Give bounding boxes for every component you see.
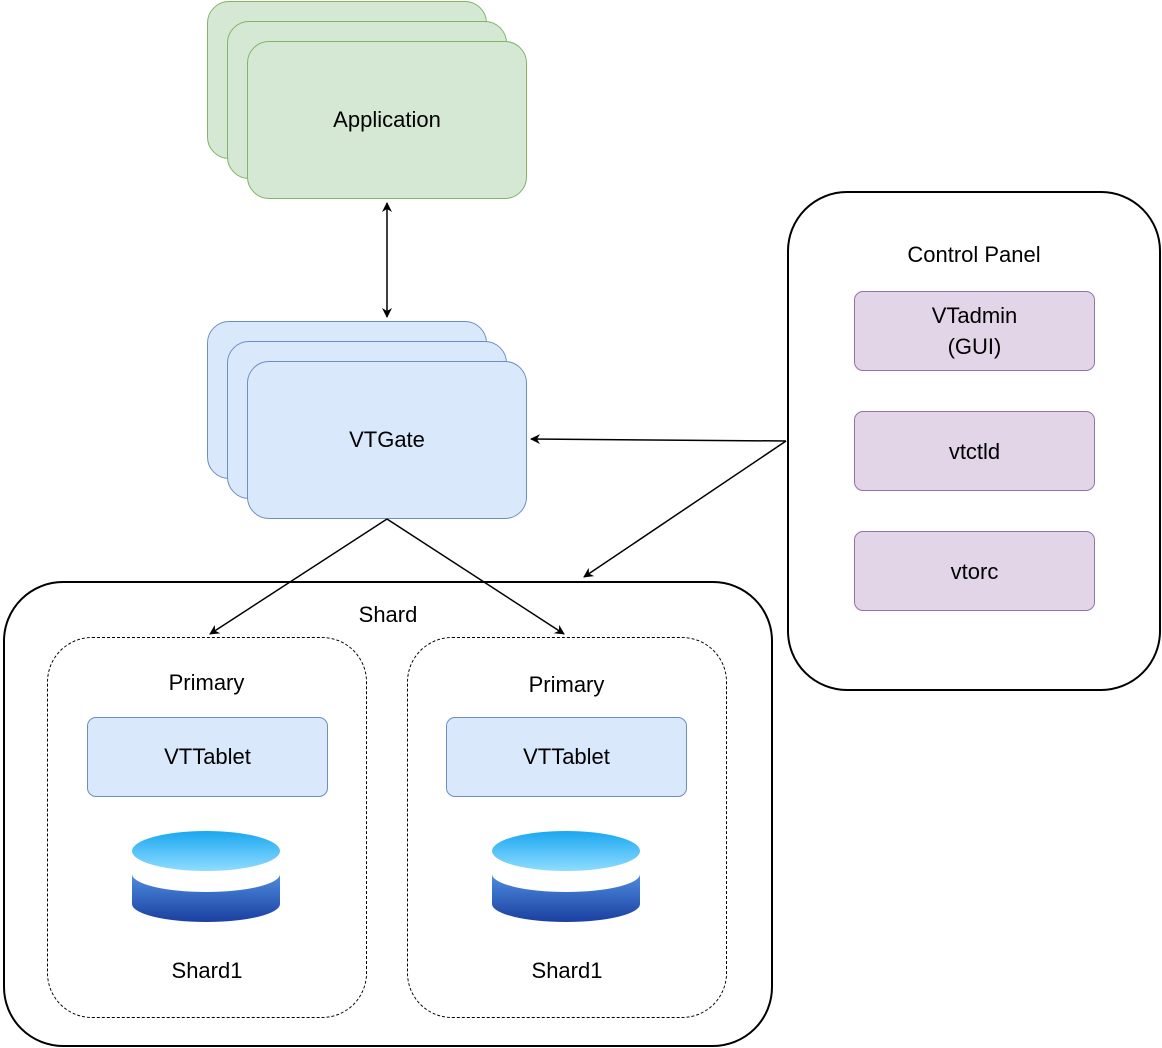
- vtadmin-label: VTadmin: [931, 303, 1018, 328]
- vtorc-box: vtorc: [854, 531, 1095, 611]
- vttablet-box-left: VTTablet: [87, 717, 328, 797]
- control-to-vtgate-arrow: [530, 434, 787, 445]
- shard-node-role: Primary: [528, 672, 605, 697]
- vtctld-label: vtctld: [948, 438, 1001, 464]
- vttablet-label: VTTablet: [164, 744, 251, 769]
- vtgate-label: VTGate: [349, 427, 425, 452]
- application-card: Application: [247, 41, 527, 199]
- shard-container: Shard: [3, 581, 773, 1047]
- shard-db-label-left: Shard1: [171, 958, 243, 983]
- shard-db-label-right: Shard1: [531, 958, 603, 983]
- shard-node-right: Primary: [407, 637, 727, 1018]
- control-to-shard-arrow: [583, 440, 787, 578]
- vtgate-card: VTGate: [247, 361, 527, 519]
- vtctld-box: vtctld: [854, 411, 1095, 491]
- application-label: Application: [333, 107, 441, 132]
- database-icon: [132, 831, 280, 922]
- vttablet-box-right: VTTablet: [446, 717, 687, 797]
- vtadmin-box: VTadmin (GUI): [854, 291, 1095, 371]
- vttablet-label: VTTablet: [523, 744, 610, 769]
- control-panel-title: Control Panel: [907, 242, 1041, 267]
- vtadmin-sublabel: (GUI): [947, 334, 1002, 359]
- shard-title: Shard: [358, 602, 418, 627]
- database-icon: [492, 831, 640, 922]
- shard-node-left: Primary: [47, 637, 367, 1018]
- shard-node-role: Primary: [168, 670, 245, 695]
- vtorc-label: vtorc: [950, 558, 999, 584]
